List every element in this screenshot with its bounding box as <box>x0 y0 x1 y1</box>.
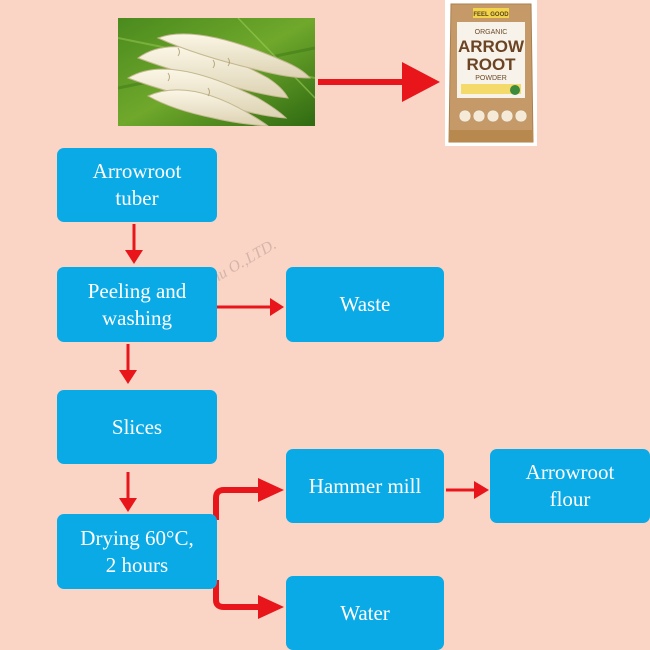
node-water: Water <box>286 576 444 650</box>
tuber-illustration <box>118 18 315 126</box>
arrowroot-tuber-photo <box>118 18 315 126</box>
package-line-organic: ORGANIC <box>475 29 508 36</box>
node-peeling-washing: Peeling and washing <box>57 267 217 342</box>
node-drying: Drying 60°C, 2 hours <box>57 514 217 589</box>
arrow-hammer-mill-to-flour <box>446 481 489 499</box>
arrow-peeling-to-waste <box>217 298 284 316</box>
package-line-arrow: ARROW <box>458 37 525 56</box>
arrow-peeling-to-slices <box>119 344 137 384</box>
arrowroot-powder-package: FEEL GOOD ORGANIC ARROW ROOT POWDER <box>445 0 537 146</box>
node-slices: Slices <box>57 390 217 464</box>
arrow-photo-to-package <box>318 62 440 102</box>
arrow-drying-to-hammer-mill <box>213 478 284 520</box>
arrow-drying-to-water <box>213 580 284 619</box>
arrow-tuber-to-peeling <box>125 224 143 264</box>
node-arrowroot-tuber: Arrowroot tuber <box>57 148 217 222</box>
arrow-slices-to-drying <box>119 472 137 512</box>
node-waste: Waste <box>286 267 444 342</box>
package-brand: FEEL GOOD <box>473 12 509 18</box>
node-hammer-mill: Hammer mill <box>286 449 444 523</box>
node-arrowroot-flour: Arrowroot flour <box>490 449 650 523</box>
package-line-powder: POWDER <box>475 75 507 82</box>
package-line-root: ROOT <box>466 55 516 74</box>
package-illustration: FEEL GOOD ORGANIC ARROW ROOT POWDER <box>448 3 534 143</box>
